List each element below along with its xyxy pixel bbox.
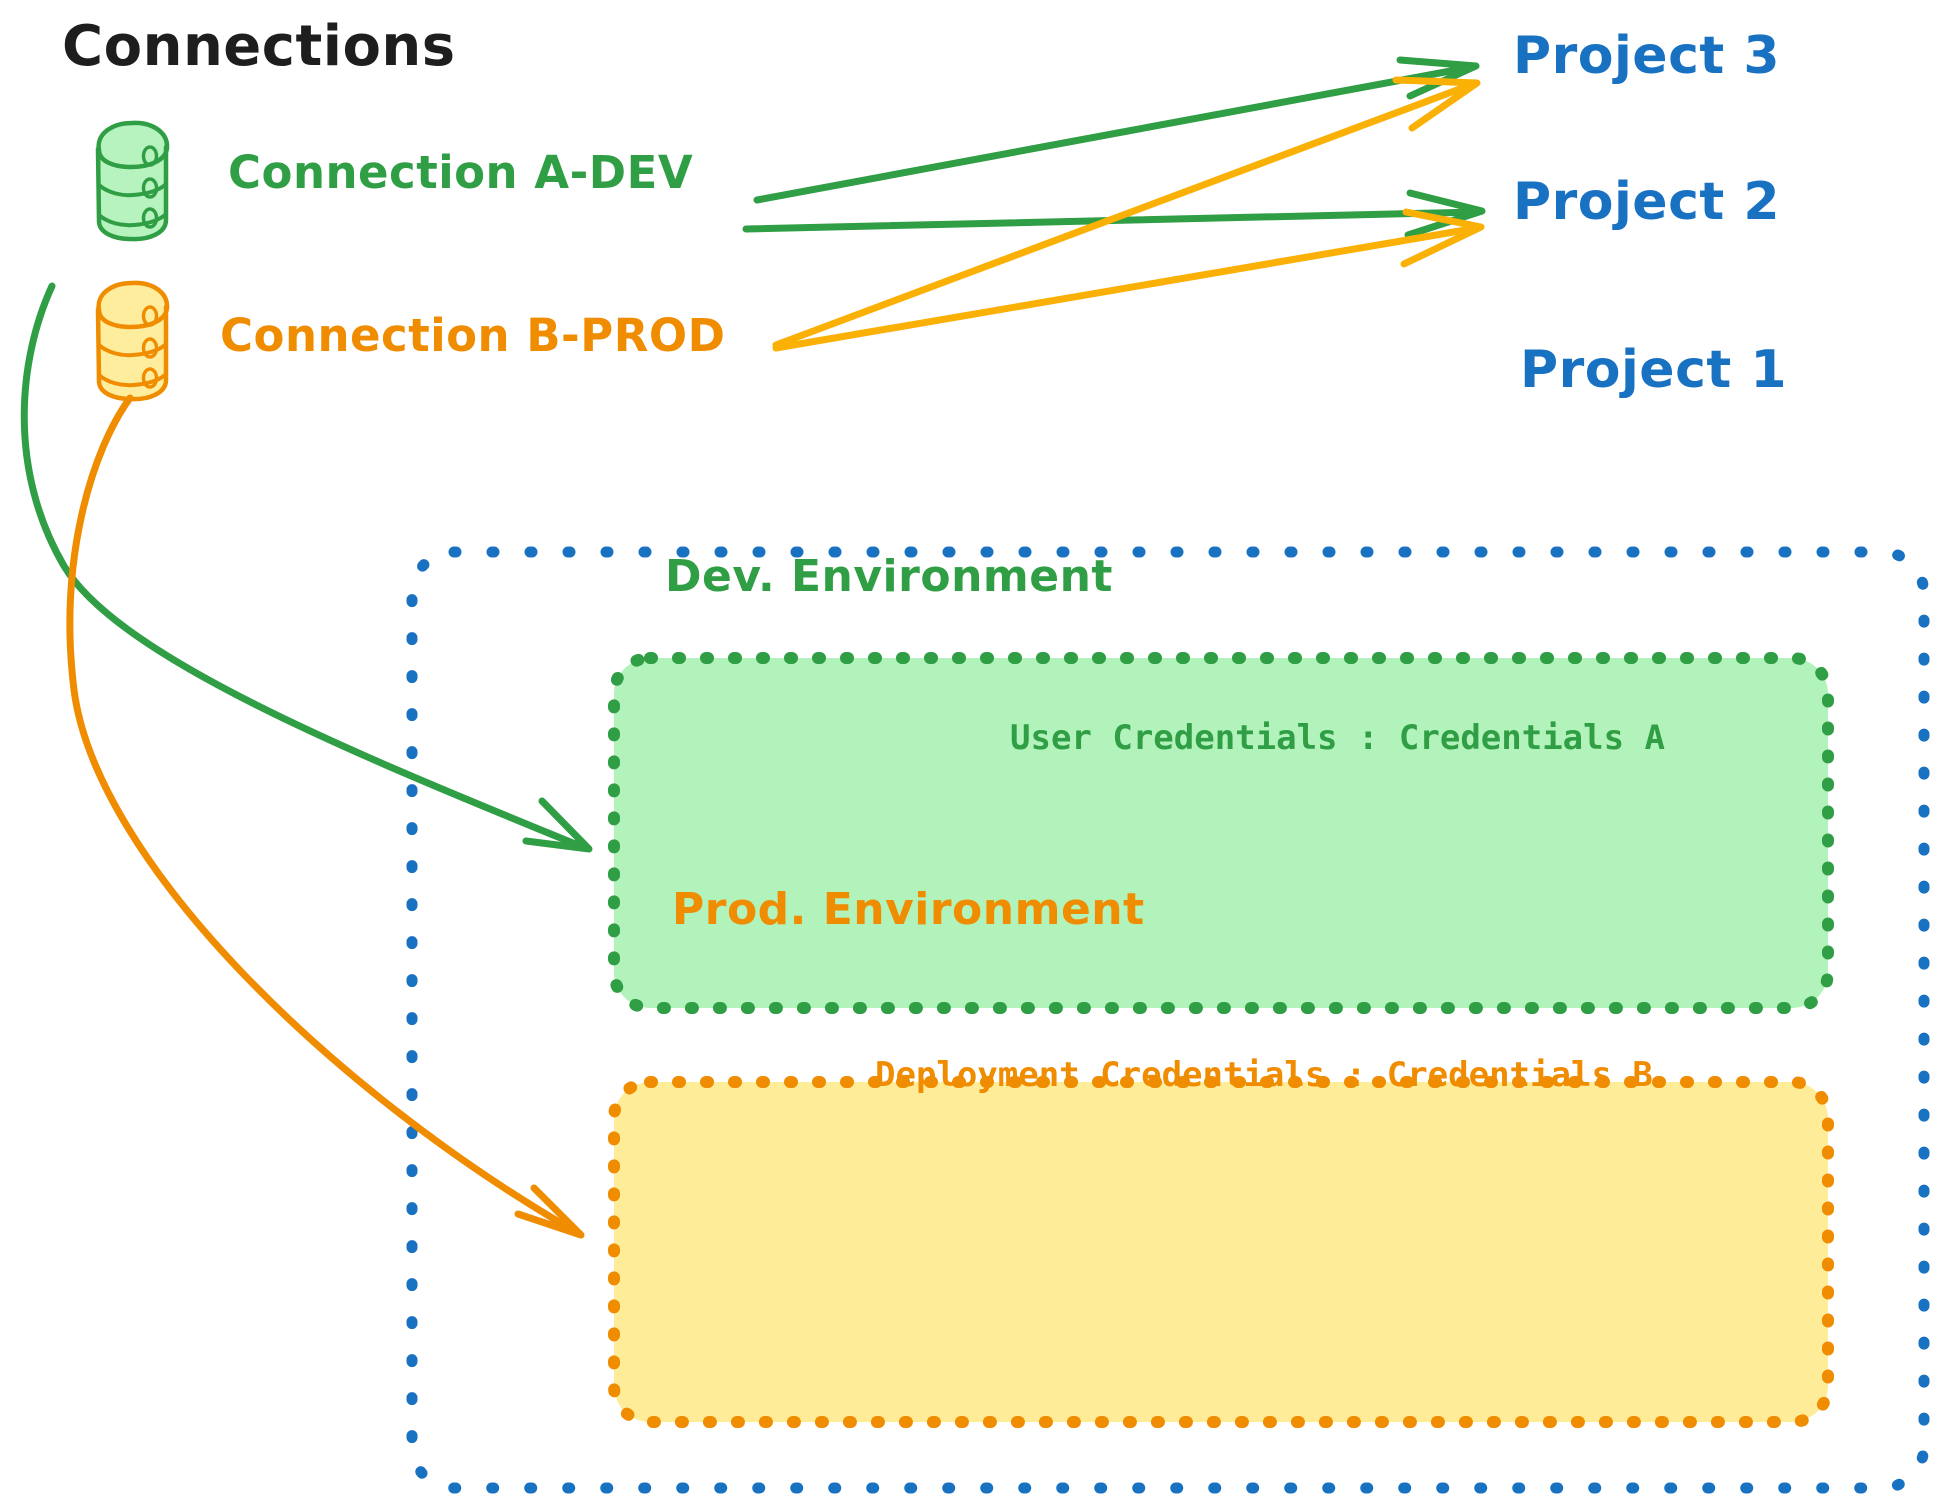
arrowhead	[1392, 76, 1481, 132]
arrowhead	[1396, 56, 1480, 100]
green-cylinder-divider-2	[97, 212, 168, 228]
project-2-label[interactable]: Project 2	[1513, 172, 1781, 232]
prod-environment-fill	[614, 1082, 1828, 1422]
project-1-container-border	[406, 546, 1930, 1494]
arrow-b-prod-to-project-3	[772, 76, 1481, 349]
arrow-a-dev-to-dev-environment	[20, 282, 593, 853]
dev-environment-title: Dev. Environment	[665, 551, 1113, 602]
project-3-label[interactable]: Project 3	[1513, 26, 1781, 86]
connection-a-dev-label[interactable]: Connection A-DEV	[228, 146, 694, 199]
green-cylinder-led-3	[141, 207, 159, 229]
green-cylinder-side	[95, 144, 169, 242]
connection-b-prod-label[interactable]: Connection B-PROD	[220, 309, 726, 362]
arrow-a-dev-to-project-3	[753, 56, 1480, 204]
orange-cylinder-led-3	[141, 367, 159, 389]
green-cylinder-led-1	[141, 145, 159, 167]
project-1-label[interactable]: Project 1	[1520, 340, 1788, 400]
project-1-container[interactable]	[406, 546, 1930, 1494]
arrow-a-dev-to-project-2	[742, 189, 1486, 239]
arrow-b-prod-to-project-2	[772, 208, 1485, 352]
orange-cylinder-led-1	[141, 305, 159, 327]
prod-environment-border	[608, 1076, 1834, 1428]
prod-environment-title: Prod. Environment	[672, 884, 1145, 935]
green-cylinder-led-2	[141, 177, 159, 199]
dev-environment-fill	[614, 658, 1828, 1008]
database-cylinder-icon-green[interactable]	[95, 120, 170, 242]
arrow-b-prod-to-prod-environment	[66, 394, 585, 1239]
green-cylinder-divider-1	[97, 182, 168, 198]
orange-cylinder-led-2	[141, 337, 159, 359]
page-title: Connections	[62, 14, 456, 79]
dev-environment-border	[608, 652, 1834, 1014]
arrowhead	[514, 1184, 585, 1239]
database-cylinder-icon-orange[interactable]	[95, 280, 170, 402]
dev-environment-credentials: User Credentials : Credentials A	[1010, 718, 1666, 758]
prod-environment-box[interactable]	[608, 1076, 1834, 1428]
orange-cylinder-divider-2	[97, 372, 168, 388]
arrowhead	[522, 797, 593, 853]
prod-environment-credentials: Deployment Credentials : Credentials B	[875, 1055, 1653, 1095]
orange-cylinder-divider-1	[97, 342, 168, 358]
arrowhead	[1404, 189, 1486, 239]
arrowhead	[1400, 208, 1485, 268]
dev-environment-box[interactable]	[608, 652, 1834, 1014]
